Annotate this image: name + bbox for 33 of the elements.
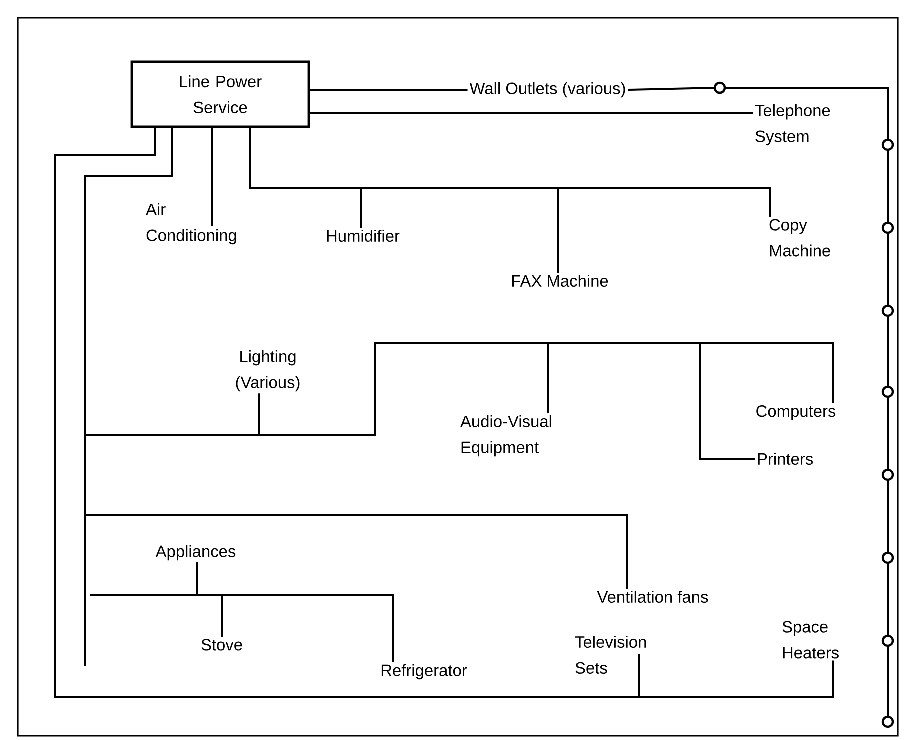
power-line <box>887 480 889 553</box>
device-label: Television Sets <box>575 636 646 674</box>
device-label: Wall Outlets (various) <box>470 82 626 98</box>
device-label: Computers <box>756 406 836 420</box>
device-label: Space Heaters <box>782 621 839 659</box>
device-label: Refrigerator <box>382 664 468 680</box>
power-line <box>725 87 889 140</box>
device-label: FAX Machine <box>512 274 608 288</box>
power-line <box>249 127 771 218</box>
device-label: Audio-Visual Equipment <box>460 415 552 457</box>
power-line <box>84 127 628 589</box>
power-line <box>887 397 889 470</box>
service-box: Line Power Service <box>130 60 310 128</box>
device-label: Appliances <box>156 545 236 561</box>
device-label: Air Conditioning <box>146 203 236 245</box>
power-line <box>54 127 834 698</box>
device-label: Telephone System <box>755 104 830 146</box>
device-label: Printers <box>758 452 814 466</box>
power-line <box>309 112 753 114</box>
device-label: Ventilation fans <box>597 590 708 604</box>
power-line <box>887 150 889 223</box>
device-label: Lighting (Various) <box>236 350 300 392</box>
power-line <box>887 316 889 387</box>
power-line <box>887 233 889 306</box>
power-line <box>196 562 394 662</box>
device-label: Stove <box>202 639 242 651</box>
power-line <box>628 87 715 91</box>
power-line <box>887 646 889 717</box>
power-line <box>309 89 468 91</box>
device-label: Humidifier <box>327 230 400 242</box>
power-line <box>211 127 213 227</box>
power-line <box>887 563 889 636</box>
device-label: Copy Machine <box>770 219 830 257</box>
